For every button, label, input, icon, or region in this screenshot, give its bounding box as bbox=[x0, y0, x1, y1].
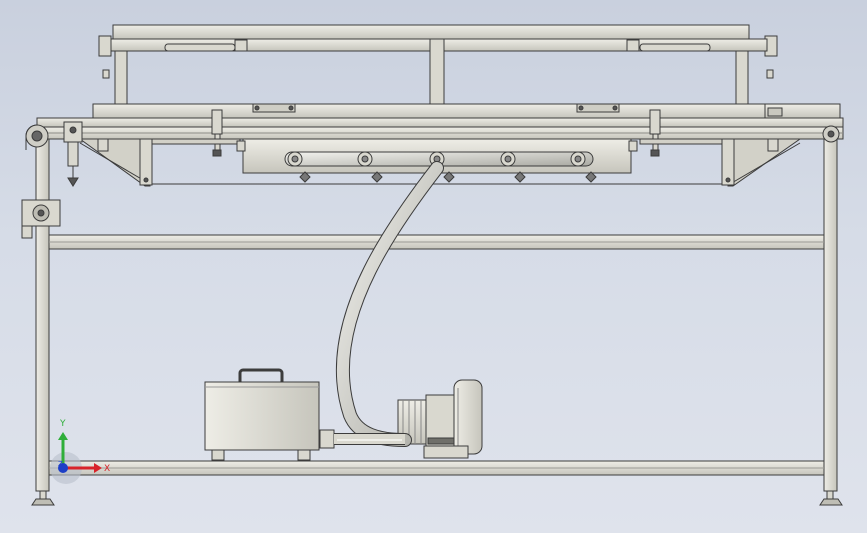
main-rails bbox=[36, 109, 844, 157]
right-pulley-assembly bbox=[822, 125, 840, 143]
vacuum-box bbox=[236, 138, 638, 183]
upper-frame bbox=[98, 24, 778, 106]
left-leg bbox=[31, 138, 55, 506]
vacuum-blower bbox=[319, 379, 483, 459]
control-box bbox=[204, 368, 320, 461]
flexible-hose bbox=[334, 161, 444, 447]
platen-plate bbox=[92, 103, 841, 119]
triad-z-label: Z bbox=[58, 460, 63, 468]
middle-cross-beam bbox=[48, 234, 825, 250]
lower-skirt bbox=[78, 138, 802, 187]
right-leg bbox=[819, 138, 843, 506]
bottom-shelf-beam bbox=[48, 460, 825, 476]
triad-y-label: Y bbox=[59, 419, 66, 429]
triad-x-label: X bbox=[104, 464, 110, 474]
left-pulley-assembly bbox=[21, 121, 83, 239]
orientation-triad: X Y Z bbox=[50, 419, 110, 484]
